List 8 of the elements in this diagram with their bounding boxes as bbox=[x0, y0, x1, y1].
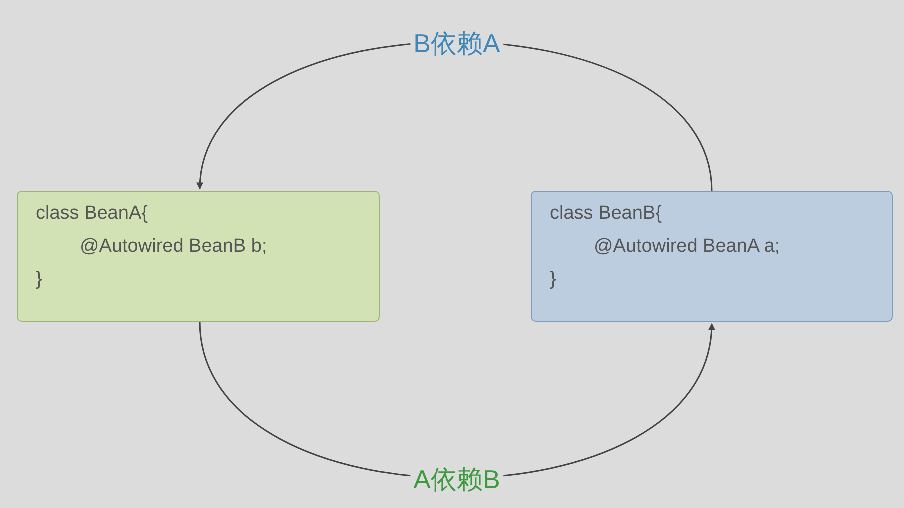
code-line: class BeanA{ bbox=[36, 203, 148, 225]
class-box bbox=[17, 191, 380, 322]
class-box bbox=[531, 191, 893, 322]
code-line: } bbox=[36, 269, 42, 291]
code-line: } bbox=[550, 269, 556, 291]
code-line: @Autowired BeanB b; bbox=[80, 236, 268, 258]
code-line: class BeanB{ bbox=[550, 203, 662, 225]
code-line: @Autowired BeanA a; bbox=[594, 236, 780, 258]
